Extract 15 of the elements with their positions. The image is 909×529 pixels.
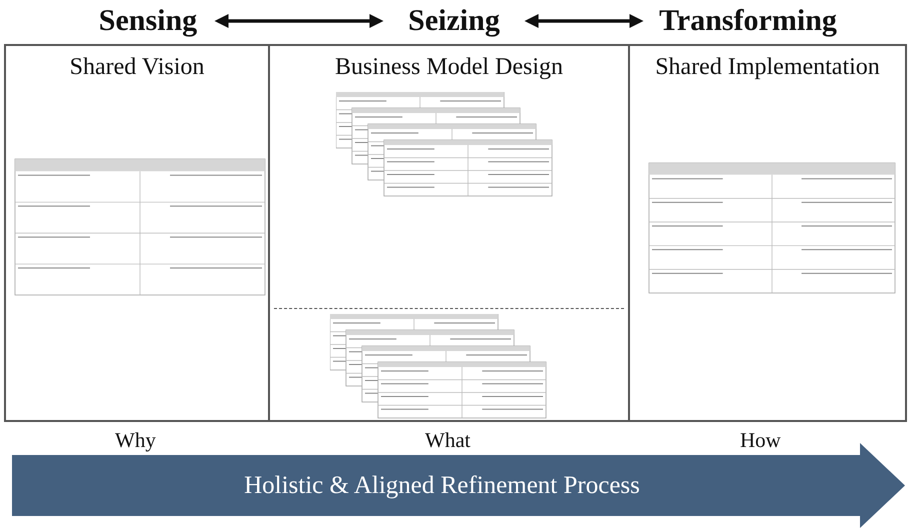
phase-heading: Transforming [648, 2, 848, 40]
question-label: What [425, 428, 470, 453]
double-arrow [214, 14, 384, 28]
panel-title: Shared Implementation [654, 54, 881, 81]
question-label: Why [115, 428, 156, 453]
phase-heading: Sensing [86, 2, 210, 40]
canvas-panel [628, 44, 907, 422]
double-arrow [524, 14, 644, 28]
canvas-panel [4, 44, 270, 422]
canvas-panel [268, 44, 630, 422]
process-label: Holistic & Aligned Refinement Process [243, 470, 641, 500]
panel-title: Shared Vision [68, 54, 206, 81]
question-label: How [740, 428, 781, 453]
phase-heading: Seizing [388, 2, 520, 40]
panel-title: Business Model Design [334, 54, 564, 81]
